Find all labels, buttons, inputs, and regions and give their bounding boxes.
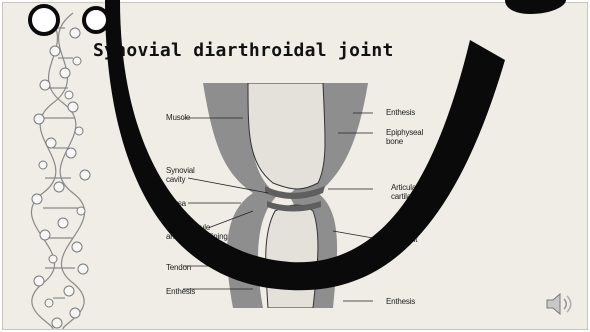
label-epiphyseal-line2: bone [386, 137, 403, 146]
label-bursa: Bursa [166, 199, 186, 208]
label-synovial-cavity-line1: Synovial [166, 166, 195, 175]
label-enthesis-left: Enthesis [166, 287, 195, 296]
label-enthesis-bottom: Enthesis [386, 297, 415, 306]
label-articular-line2: cartilage [391, 192, 419, 201]
label-epiphyseal-line1: Epiphyseal [386, 128, 423, 137]
label-synovial-cavity-line2: cavity [166, 175, 185, 184]
label-ligament: Ligament [386, 235, 417, 244]
slide-title: Synovial diarthroidal joint [93, 40, 394, 61]
label-enthesis-top: Enthesis [386, 108, 415, 117]
label-joint-capsule-line2: and synovial lining [166, 232, 228, 241]
speaker-icon[interactable] [543, 288, 575, 320]
label-muscle: Muscle [166, 113, 190, 122]
label-joint-capsule-line1: Joint capsule [166, 223, 210, 232]
label-tendon: Tendon [166, 263, 191, 272]
joint-diagram [153, 83, 413, 308]
label-articular-line1: Articular [391, 183, 419, 192]
